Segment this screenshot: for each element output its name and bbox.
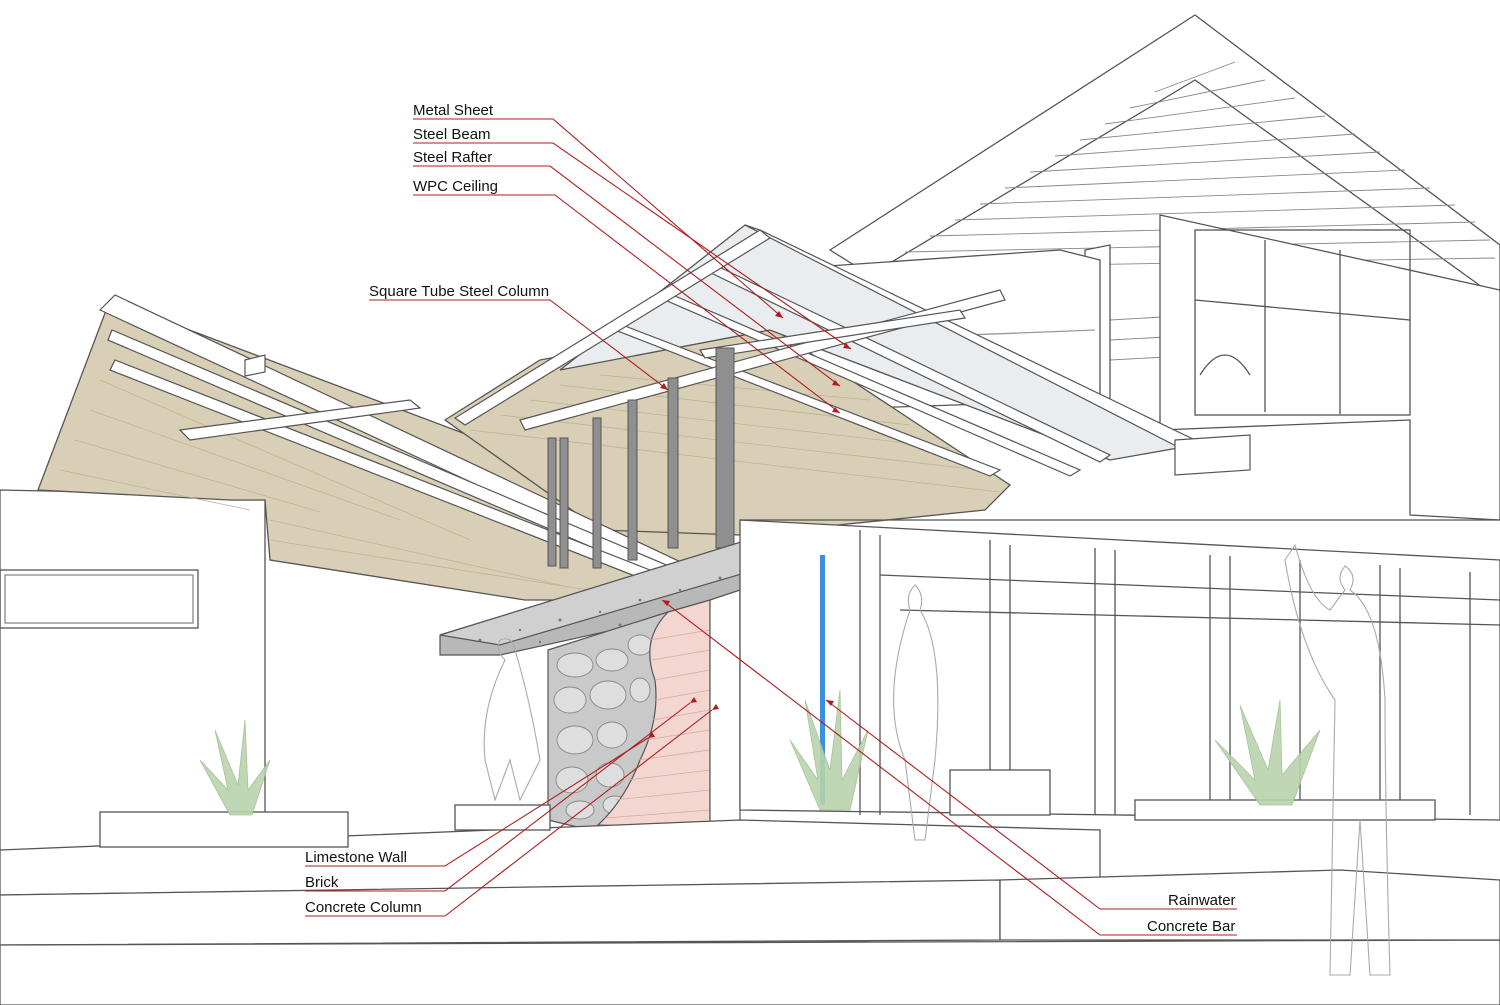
leader-metal-sheet <box>413 118 784 319</box>
leader-wpc-ceiling <box>413 194 841 414</box>
label-concrete-bar: Concrete Bar <box>1147 918 1236 935</box>
leader-concrete-column <box>305 709 713 917</box>
leader-lines <box>305 118 1237 936</box>
leader-steel-beam <box>413 142 852 350</box>
label-concrete-column: Concrete Column <box>305 899 422 916</box>
label-metal-sheet: Metal Sheet <box>413 102 494 119</box>
leader-brick <box>305 702 691 892</box>
leader-concrete-bar <box>661 599 1237 936</box>
rainwater-pipe <box>820 555 825 805</box>
label-wpc-ceiling: WPC Ceiling <box>413 178 499 195</box>
label-brick: Brick <box>305 874 339 891</box>
label-steel-beam: Steel Beam <box>413 126 491 143</box>
leader-rainwater <box>825 699 1237 910</box>
ground-terraces <box>0 799 1500 1005</box>
label-limestone-wall: Limestone Wall <box>305 849 407 866</box>
roof-rafters <box>98 224 1251 601</box>
square-tube-steel-columns <box>547 347 735 569</box>
leader-arrowheads <box>648 311 851 738</box>
leader-steel-rafter <box>413 165 841 387</box>
label-steel-rafter: Steel Rafter <box>413 149 493 166</box>
leader-square-tube-steel-column <box>369 299 669 391</box>
leader-limestone-wall <box>305 737 649 867</box>
plants <box>199 689 1321 816</box>
human-figures <box>483 543 1391 976</box>
label-rainwater: Rainwater <box>1168 892 1236 909</box>
label-square-tube-steel-column: Square Tube Steel Column <box>369 283 550 300</box>
